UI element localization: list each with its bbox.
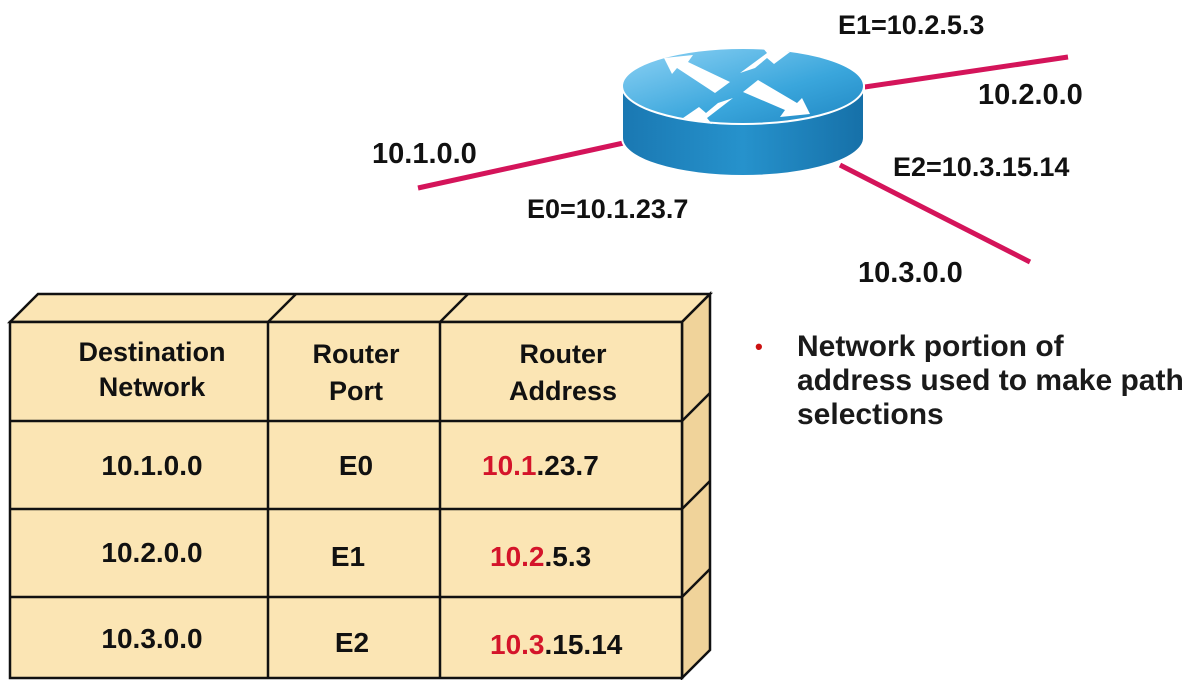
router-icon (621, 47, 865, 177)
address-host-part: .23.7 (537, 450, 599, 481)
header-port-line1: Router (313, 339, 400, 369)
address-network-part: 10.1 (482, 450, 537, 481)
header-address-line1: Router (520, 339, 607, 369)
address-host-part: .5.3 (545, 541, 592, 572)
address-host-part: .15.14 (545, 629, 623, 660)
table-top-face (6, 292, 714, 324)
cell-network-row3: 10.3.0.0 (101, 623, 202, 654)
header-port-line2: Port (329, 376, 383, 406)
link-bottom (838, 162, 1032, 265)
bullet-marker: • (755, 334, 763, 359)
network-label-left: 10.1.0.0 (372, 138, 477, 170)
cell-port-row1: E0 (339, 450, 373, 481)
address-network-part: 10.2 (490, 541, 545, 572)
network-links (417, 54, 1069, 265)
header-address-line2: Address (509, 376, 617, 406)
routing-table: Destination Network Router Port Router A… (6, 290, 714, 680)
cell-address-row3: 10.3.15.14 (490, 629, 623, 660)
interface-label-e1: E1=10.2.5.3 (838, 10, 984, 40)
header-destination-line1: Destination (78, 337, 225, 367)
cell-network-row2: 10.2.0.0 (101, 537, 202, 568)
cell-network-row1: 10.1.0.0 (101, 450, 202, 481)
address-network-part: 10.3 (490, 629, 545, 660)
cell-address-row2: 10.2.5.3 (490, 541, 591, 572)
table-front-face (8, 320, 684, 680)
cell-port-row2: E1 (331, 541, 365, 572)
interface-label-e2: E2=10.3.15.14 (893, 152, 1069, 182)
cell-port-row3: E2 (335, 627, 369, 658)
bullet-text: Network portion of address used to make … (797, 330, 1184, 431)
link-left (417, 139, 629, 191)
network-label-right: 10.2.0.0 (978, 79, 1083, 111)
link-right (857, 54, 1069, 91)
cell-address-row1: 10.1.23.7 (482, 450, 599, 481)
header-destination-line2: Network (99, 372, 207, 402)
interface-label-e0: E0=10.1.23.7 (527, 194, 688, 224)
network-label-bottom: 10.3.0.0 (858, 257, 963, 289)
